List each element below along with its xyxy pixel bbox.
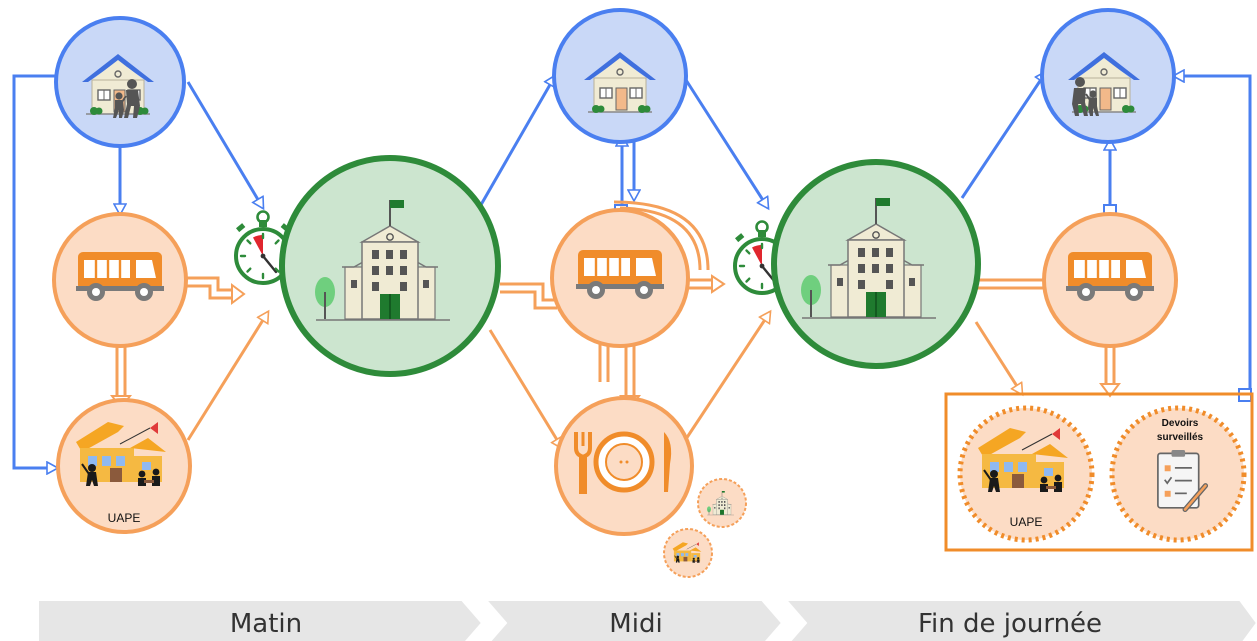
meal-node-midi: [554, 396, 694, 536]
devoirs-label-line2: surveillés: [1157, 432, 1204, 443]
mini-uape-node: [663, 528, 713, 578]
homework-checklist-icon: [1158, 450, 1206, 510]
home-node-evening: [1040, 8, 1176, 144]
bus-node-morning: [52, 212, 188, 348]
homework-node-evening: Devoirs surveillés: [1109, 405, 1247, 543]
phase-bar: Matin Midi Fin de journée: [37, 599, 1257, 641]
bus-node-midi: [550, 208, 690, 348]
evening-activities-box: [944, 392, 1254, 552]
connector-activities-to-home-evening: [1174, 76, 1252, 396]
phase-label-midi: Midi: [609, 609, 662, 639]
uape-node-evening: UAPE: [957, 405, 1095, 543]
connector-school-to-home-evening: [960, 72, 1046, 199]
home-node-midi: [552, 8, 688, 144]
connector-home-to-uape-morning: [12, 74, 84, 468]
connector-school-to-home-midi: [476, 76, 555, 211]
connector-school-to-meal: [488, 329, 562, 448]
phase-matin: Matin: [37, 599, 484, 641]
connector-school-to-uape-evening: [974, 321, 1022, 394]
devoirs-label-line1: Devoirs: [1162, 418, 1199, 429]
connector-home-to-timer-midi: [684, 79, 768, 208]
connector-home-to-timer-morning: [186, 81, 263, 208]
bus-node-evening: [1042, 212, 1178, 348]
phase-fin-de-journee: Fin de journée: [783, 599, 1257, 641]
uape-node-morning: UAPE: [56, 398, 192, 534]
connector-meal-to-timer: [682, 312, 770, 443]
uape-label-evening: UAPE: [1010, 515, 1043, 529]
school-node-evening: [771, 159, 981, 369]
connector-uape-to-timer-morning: [186, 312, 268, 441]
school-node-morning: [279, 155, 501, 377]
home-node-morning: [54, 16, 186, 148]
phase-label-matin: Matin: [230, 609, 302, 639]
uape-label-morning: UAPE: [108, 511, 141, 525]
phase-label-fin-de-journee: Fin de journée: [918, 609, 1102, 639]
phase-midi: Midi: [483, 599, 784, 641]
mini-school-node: [697, 478, 747, 528]
